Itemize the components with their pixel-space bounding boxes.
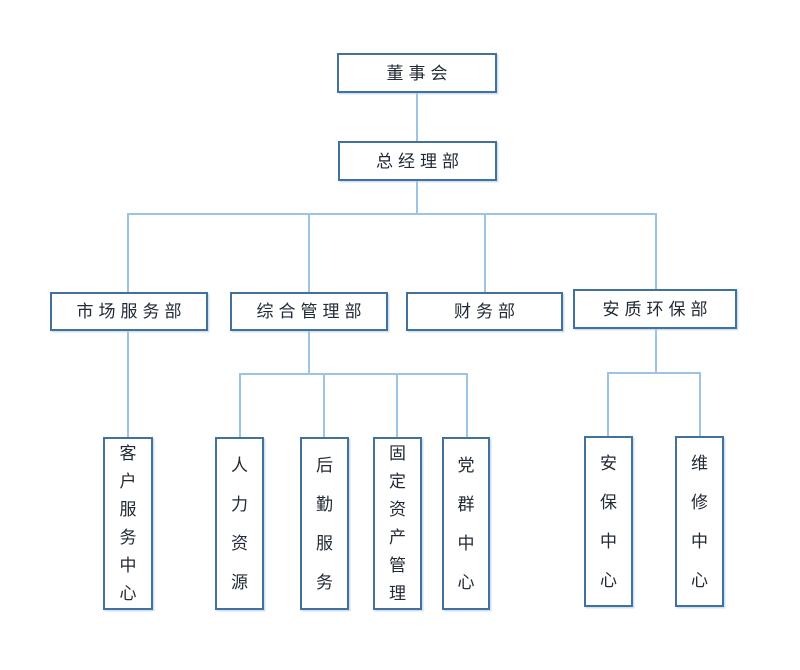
connector-drop-maintenance-center xyxy=(699,372,701,436)
org-node-security-center: 安保中心 xyxy=(584,436,633,607)
org-node-human-resources-label: 人力资源 xyxy=(231,455,248,592)
org-node-general-admin-dept-label: 综合管理部 xyxy=(256,302,367,321)
org-node-logistics-service-label: 后勤服务 xyxy=(316,455,333,592)
connector-safety-horizontal xyxy=(607,372,701,374)
org-node-general-manager-dept: 总经理部 xyxy=(338,141,497,181)
org-node-party-group-center: 党群中心 xyxy=(442,437,490,610)
org-node-customer-service-center: 客户服务中心 xyxy=(103,437,153,610)
org-node-board-of-directors: 董事会 xyxy=(337,53,497,93)
connector-drop-market-service xyxy=(127,213,129,293)
org-node-customer-service-center-label: 客户服务中心 xyxy=(119,444,137,603)
org-node-general-admin-dept: 综合管理部 xyxy=(230,292,388,331)
org-node-market-service-dept-label: 市场服务部 xyxy=(76,302,187,321)
org-node-party-group-center-label: 党群中心 xyxy=(457,455,475,592)
connector-drop-party-group xyxy=(466,373,468,437)
connector-market-to-customer-center xyxy=(127,331,129,437)
org-node-maintenance-center: 维修中心 xyxy=(675,436,724,607)
connector-gm-down xyxy=(416,180,418,215)
org-node-market-service-dept: 市场服务部 xyxy=(50,292,208,331)
connector-drop-general-admin xyxy=(308,213,310,293)
connector-admin-down xyxy=(308,330,310,373)
org-node-board-of-directors-label: 董事会 xyxy=(386,63,453,83)
connector-board-to-gm xyxy=(416,93,418,141)
connector-safety-down xyxy=(655,329,657,372)
org-node-fixed-assets-mgmt: 固定资产管理 xyxy=(373,437,422,610)
org-node-fixed-assets-mgmt-label: 固定资产管理 xyxy=(389,444,406,603)
connector-drop-security-center xyxy=(607,372,609,436)
connector-drop-safety-env xyxy=(655,213,657,290)
connector-admin-horizontal xyxy=(239,373,468,375)
org-node-general-manager-dept-label: 总经理部 xyxy=(376,151,464,171)
org-node-maintenance-center-label: 维修中心 xyxy=(691,453,708,590)
org-node-safety-env-dept-label: 安质环保部 xyxy=(602,299,713,319)
connector-drop-logistics xyxy=(323,373,325,437)
connector-level2-horizontal xyxy=(127,213,657,215)
connector-drop-human-resources xyxy=(239,373,241,437)
org-node-safety-env-dept: 安质环保部 xyxy=(573,289,737,329)
org-node-finance-dept: 财务部 xyxy=(406,292,563,331)
org-node-finance-dept-label: 财务部 xyxy=(454,302,520,321)
connector-drop-fixed-assets xyxy=(396,373,398,437)
org-node-logistics-service: 后勤服务 xyxy=(300,437,349,610)
connector-drop-finance xyxy=(484,213,486,293)
org-node-security-center-label: 安保中心 xyxy=(600,453,617,590)
org-node-human-resources: 人力资源 xyxy=(215,437,264,610)
